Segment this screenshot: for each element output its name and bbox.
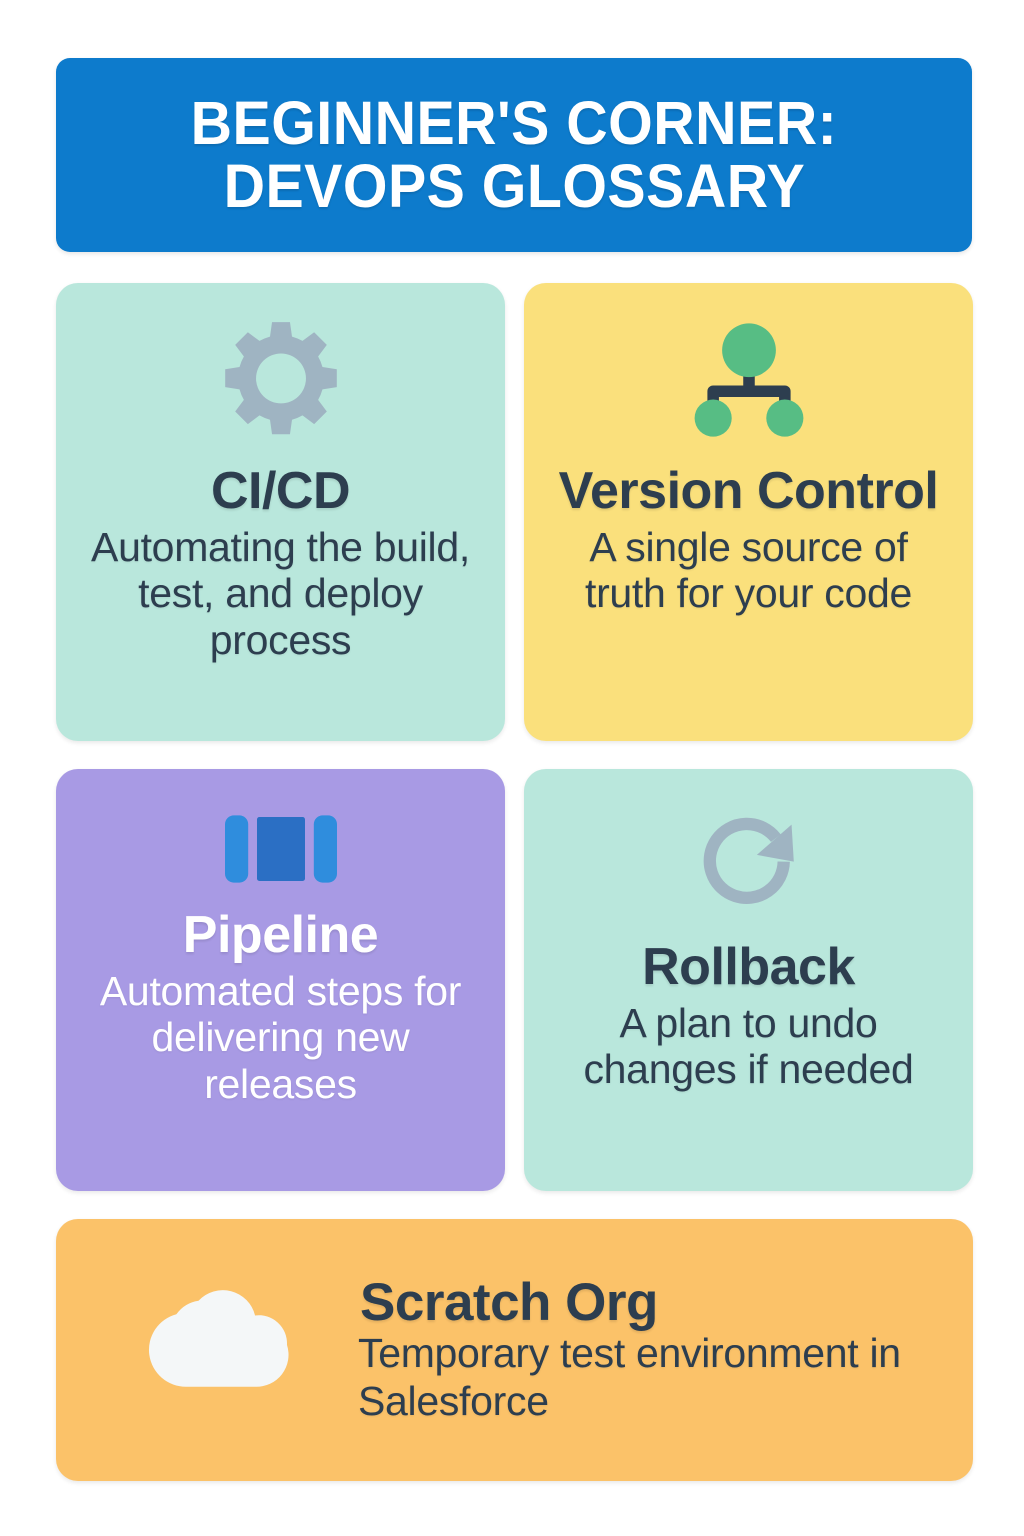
header-title-line1: BEGINNER'S CORNER: xyxy=(190,89,838,158)
scratch-org-text: Scratch Org Temporary test environment i… xyxy=(358,1275,943,1425)
pipeline-icon xyxy=(217,809,345,889)
card-description: A single source of truth for your code xyxy=(584,524,913,617)
card-version-control[interactable]: Version Control A single source of truth… xyxy=(524,283,973,741)
card-pipeline[interactable]: Pipeline Automated steps for delivering … xyxy=(56,769,505,1191)
card-title: Version Control xyxy=(558,462,939,520)
card-cicd[interactable]: CI/CD Automating the build, test, and de… xyxy=(56,283,505,741)
rotate-arrow-icon xyxy=(690,809,808,921)
card-description: Automated steps for delivering new relea… xyxy=(99,968,462,1107)
card-description: A plan to undo changes if needed xyxy=(583,1000,914,1093)
card-title: CI/CD xyxy=(210,462,351,520)
gear-icon xyxy=(217,317,345,445)
header-title-line2: DEVOPS GLOSSARY xyxy=(223,152,805,220)
card-title: Scratch Org xyxy=(360,1272,658,1332)
card-title: Rollback xyxy=(642,938,855,996)
card-rollback[interactable]: Rollback A plan to undo changes if neede… xyxy=(524,769,973,1191)
card-description: Automating the build, test, and deploy p… xyxy=(91,524,470,663)
cloud-icon xyxy=(142,1283,314,1418)
node-tree-icon xyxy=(685,317,813,445)
card-scratch-org[interactable]: Scratch Org Temporary test environment i… xyxy=(56,1219,973,1481)
card-title: Pipeline xyxy=(182,906,379,964)
header-banner: BEGINNER'S CORNER: DEVOPS GLOSSARY xyxy=(56,58,972,252)
glossary-card-grid: CI/CD Automating the build, test, and de… xyxy=(56,283,973,1191)
card-description: Temporary test environment in Salesforce xyxy=(358,1330,901,1424)
